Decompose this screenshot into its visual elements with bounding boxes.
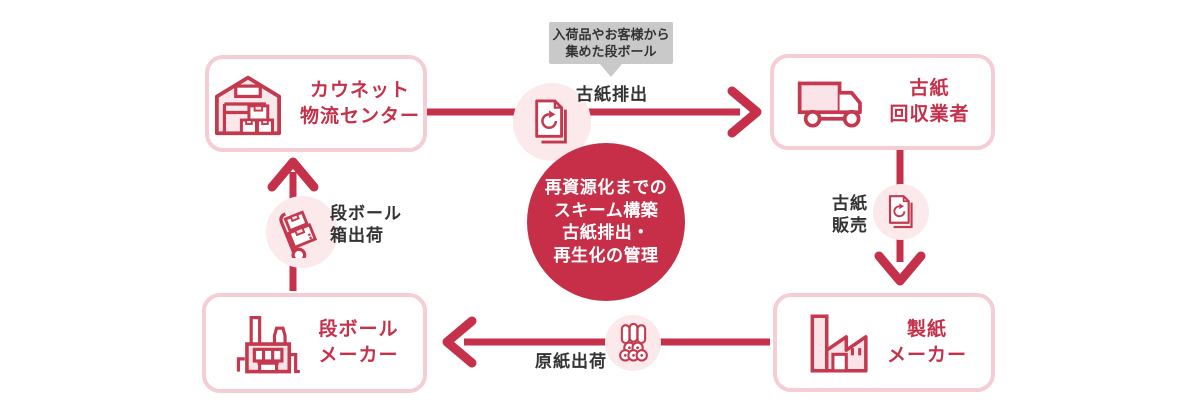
node-label-line2: メーカー (886, 344, 967, 366)
flow-circle-box-ship (266, 196, 338, 268)
truck-icon (798, 81, 863, 128)
flow-label-sell-line1: 古紙 (832, 194, 868, 213)
node-label-line1: 段ボール (318, 319, 399, 340)
flow-circle-base-paper (605, 315, 661, 371)
node-paper-maker: 製紙 メーカー (773, 293, 995, 392)
tooltip-line2: 集めた段ボール (565, 44, 657, 59)
tooltip-line1: 入荷品やお客様から (552, 27, 670, 42)
node-label-line1: 製紙 (906, 318, 947, 340)
flow-label-box-ship-line2: 箱出荷 (330, 226, 384, 245)
node-label-line1: カウネット (309, 79, 410, 101)
paper-factory-icon (810, 313, 868, 373)
center-line4: 再生化の管理 (553, 245, 659, 265)
flow-label-box-ship-line1: 段ボール (330, 204, 402, 223)
recycled-paper-icon (535, 99, 567, 144)
arrow-head-up-icon (267, 157, 319, 192)
node-label: カウネット 物流センター (300, 78, 420, 130)
node-label-line1: 古紙 (909, 78, 950, 99)
tooltip-callout: 入荷品やお客様から 集めた段ボール (549, 22, 673, 64)
flow-label-base-paper: 原紙出荷 (535, 352, 607, 371)
cardboard-factory-icon (237, 316, 301, 374)
arrow-head-left-icon (442, 316, 477, 368)
flow-label-sell-line2: 販売 (832, 216, 868, 235)
node-label-line2: 物流センター (299, 105, 420, 127)
node-label-line2: メーカー (318, 345, 399, 366)
flow-label-emit: 古紙排出 (576, 85, 648, 104)
flow-label-sell: 古紙 販売 (832, 193, 868, 237)
flow-label-box-ship: 段ボール 箱出荷 (330, 203, 402, 247)
node-label-line2: 回収業者 (889, 104, 970, 125)
arrow-head-right-icon (727, 86, 762, 138)
recycled-paper-icon (888, 195, 913, 229)
center-line1: 再資源化までの (544, 178, 668, 197)
warehouse-icon (214, 75, 281, 135)
center-scheme-circle: 再資源化までの スキーム構築 古紙排出・ 再生化の管理 (527, 143, 685, 301)
node-label: 製紙 メーカー (887, 317, 967, 369)
handtruck-icon (279, 210, 318, 258)
node-kaunet-logistics-center: カウネット 物流センター (205, 55, 427, 152)
node-label: 段ボール メーカー (318, 317, 398, 369)
node-label: 古紙 回収業者 (889, 76, 969, 128)
node-cardboard-maker: 段ボール メーカー (202, 293, 427, 393)
center-line2: スキーム構築 (553, 200, 659, 220)
arrow-head-down-icon (874, 251, 926, 286)
node-paper-collector: 古紙 回収業者 (770, 54, 995, 150)
paper-rolls-icon (618, 323, 648, 362)
flow-circle-emit (513, 83, 591, 161)
center-line3: 古紙排出・ (562, 223, 650, 242)
flow-circle-sell (873, 184, 929, 240)
